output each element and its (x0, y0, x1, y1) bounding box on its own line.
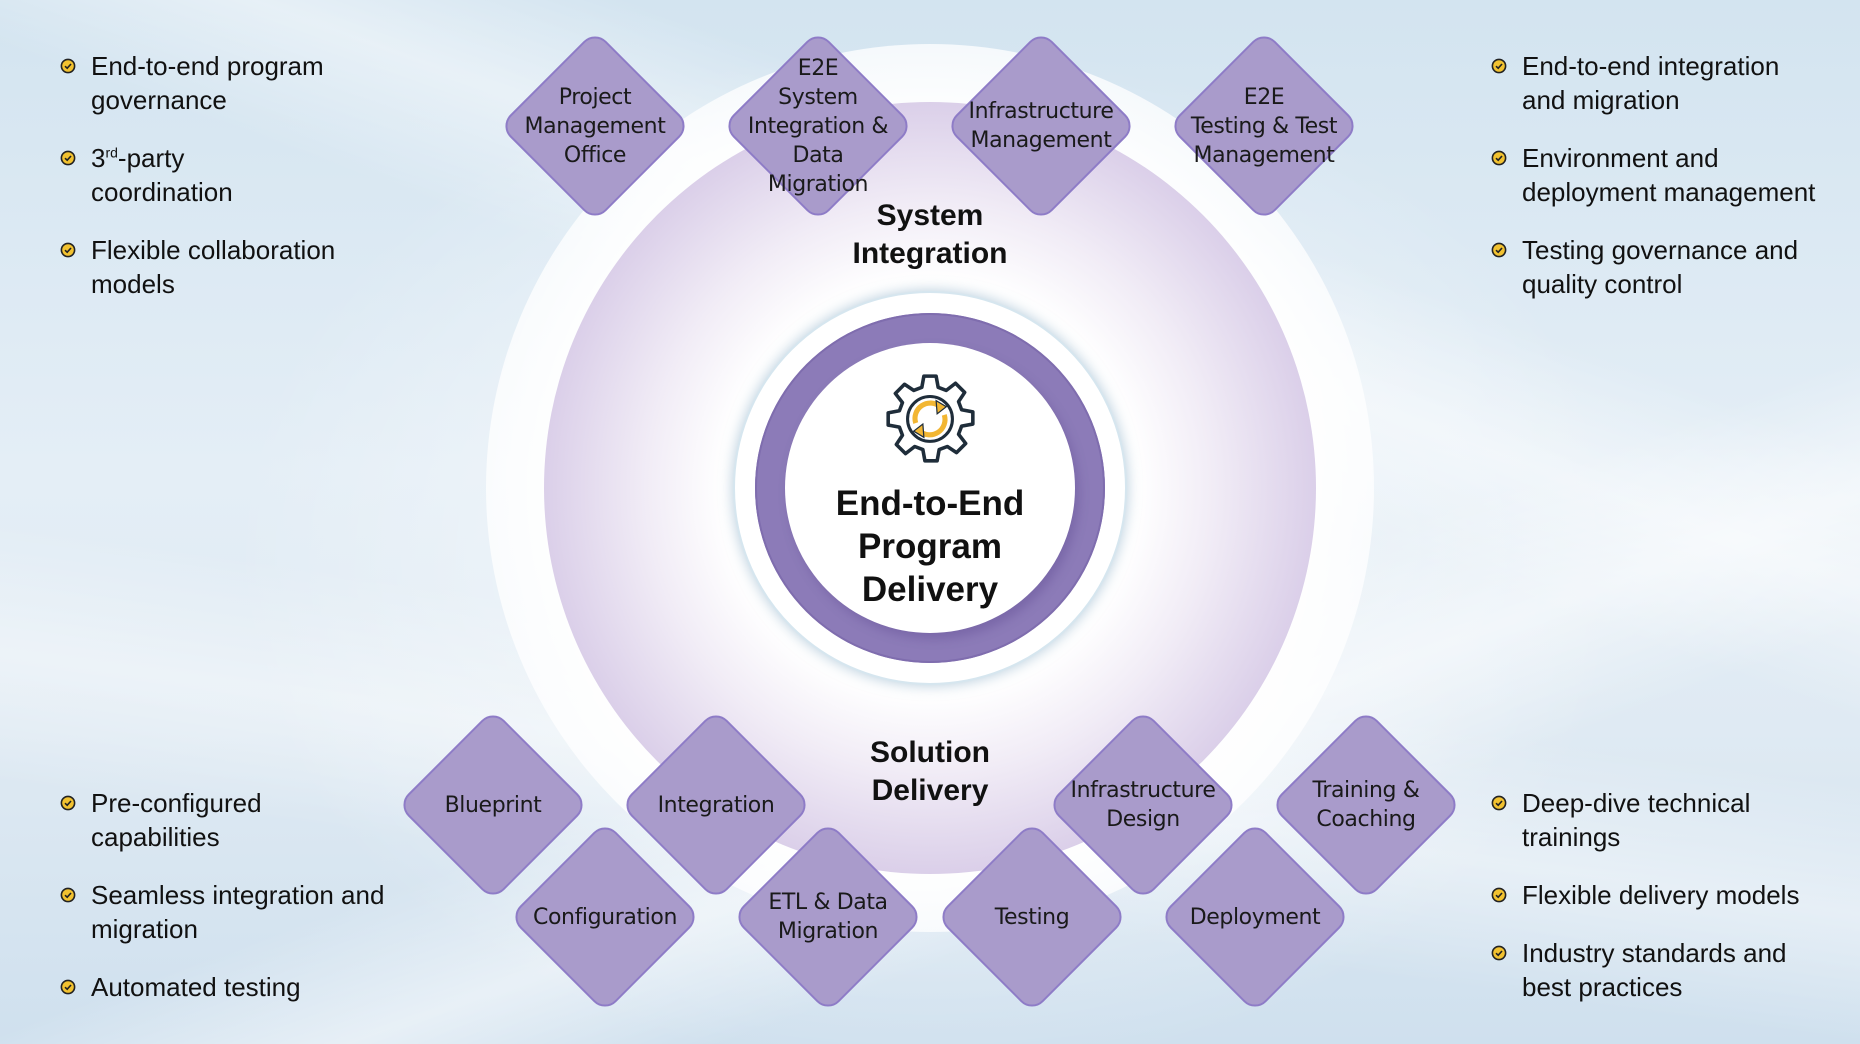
bullet-text: Seamless integration and (91, 880, 385, 910)
check-circle-icon (60, 979, 76, 995)
bullet-text: Environment and (1522, 143, 1719, 173)
bullet-text: deployment management (1522, 177, 1816, 207)
check-circle-icon (60, 795, 76, 811)
system-integration-label: System Integration (800, 197, 1060, 273)
diamond-label: Blueprint (444, 792, 542, 818)
bullet-item: Testing governance and quality control (1491, 233, 1815, 301)
bullet-item: Automated testing (60, 970, 384, 1004)
diamond-label: Configuration (533, 904, 677, 930)
section-label-line: Delivery (871, 774, 989, 807)
check-circle-icon (60, 150, 76, 166)
bullet-item: Pre-configured capabilities (60, 786, 384, 854)
center-title-line: End-to-End (835, 484, 1025, 523)
bullets-bottom-right: Deep-dive technical trainings Flexible d… (1491, 786, 1799, 1028)
section-label-line: Integration (852, 237, 1008, 270)
bullet-text: migration (91, 914, 198, 944)
bullet-item: End-to-end program governance (60, 49, 335, 117)
check-circle-icon (60, 58, 76, 74)
bullet-item: Environment and deployment management (1491, 141, 1815, 209)
diamond-label: Testing (994, 904, 1070, 930)
bullet-text: best practices (1522, 972, 1683, 1002)
check-circle-icon (1491, 887, 1507, 903)
bullet-text: capabilities (91, 822, 220, 852)
diamond-configuration[interactable]: Configuration (508, 820, 702, 1014)
center-title: End-to-End Program Delivery (785, 482, 1075, 611)
gear-refresh-icon (886, 374, 975, 463)
bullet-text: Industry standards and (1522, 938, 1787, 968)
refresh-arrowhead-top (935, 399, 948, 416)
refresh-arrowhead-bottom (912, 422, 925, 439)
diamond-label: Integration (657, 792, 775, 818)
check-circle-icon (1491, 150, 1507, 166)
check-circle-icon (1491, 945, 1507, 961)
bullet-text: End-to-end program (91, 51, 324, 81)
center-title-line: Program (858, 527, 1002, 566)
diamond-testing[interactable]: Testing (935, 820, 1129, 1014)
section-label-line: Solution (870, 736, 990, 769)
bullet-item: Flexible delivery models (1491, 878, 1799, 912)
diamond-label: Deployment (1189, 904, 1321, 930)
check-circle-icon (1491, 242, 1507, 258)
solution-delivery-label: Solution Delivery (800, 734, 1060, 810)
bullet-text: and migration (1522, 85, 1680, 115)
bullet-text: Testing governance and (1522, 235, 1799, 265)
bullet-text: End-to-end integration (1522, 51, 1780, 81)
bullet-text: trainings (1522, 822, 1621, 852)
bullet-text: Automated testing (91, 972, 301, 1002)
bullet-item: Flexible collaboration models (60, 233, 335, 301)
diamond-blueprint[interactable]: Blueprint (396, 708, 590, 902)
diamond-integration[interactable]: Integration (619, 708, 813, 902)
bullet-item: Seamless integration and migration (60, 878, 384, 946)
check-circle-icon (1491, 58, 1507, 74)
bullet-text: quality control (1522, 269, 1683, 299)
center-title-line: Delivery (861, 570, 999, 609)
section-label-line: System (876, 199, 984, 232)
bullet-text: governance (91, 85, 227, 115)
bullet-text: models (91, 269, 175, 299)
bullet-text: Flexible collaboration (91, 235, 336, 265)
bullets-top-left: End-to-end program governance 3rd-party … (60, 49, 335, 325)
check-circle-icon (60, 887, 76, 903)
check-circle-icon (1491, 795, 1507, 811)
bullet-text: Flexible delivery models (1522, 880, 1800, 910)
bullet-item: 3rd-party coordination (60, 141, 335, 209)
bullet-text: 3rd-party (91, 143, 185, 173)
bullet-text: coordination (91, 177, 233, 207)
bullet-item: Deep-dive technical trainings (1491, 786, 1799, 854)
bullet-text: Deep-dive technical (1522, 788, 1751, 818)
bullets-top-right: End-to-end integration and migration Env… (1491, 49, 1815, 325)
bullet-item: End-to-end integration and migration (1491, 49, 1815, 117)
bullet-text: Pre-configured (91, 788, 262, 818)
diamond-deployment[interactable]: Deployment (1158, 820, 1352, 1014)
bullets-bottom-left: Pre-configured capabilities Seamless int… (60, 786, 384, 1028)
diamond-label: Training &Coaching (1312, 778, 1420, 832)
diamond-training-coaching[interactable]: Training &Coaching (1269, 708, 1463, 902)
bullet-item: Industry standards and best practices (1491, 936, 1799, 1004)
check-circle-icon (60, 242, 76, 258)
